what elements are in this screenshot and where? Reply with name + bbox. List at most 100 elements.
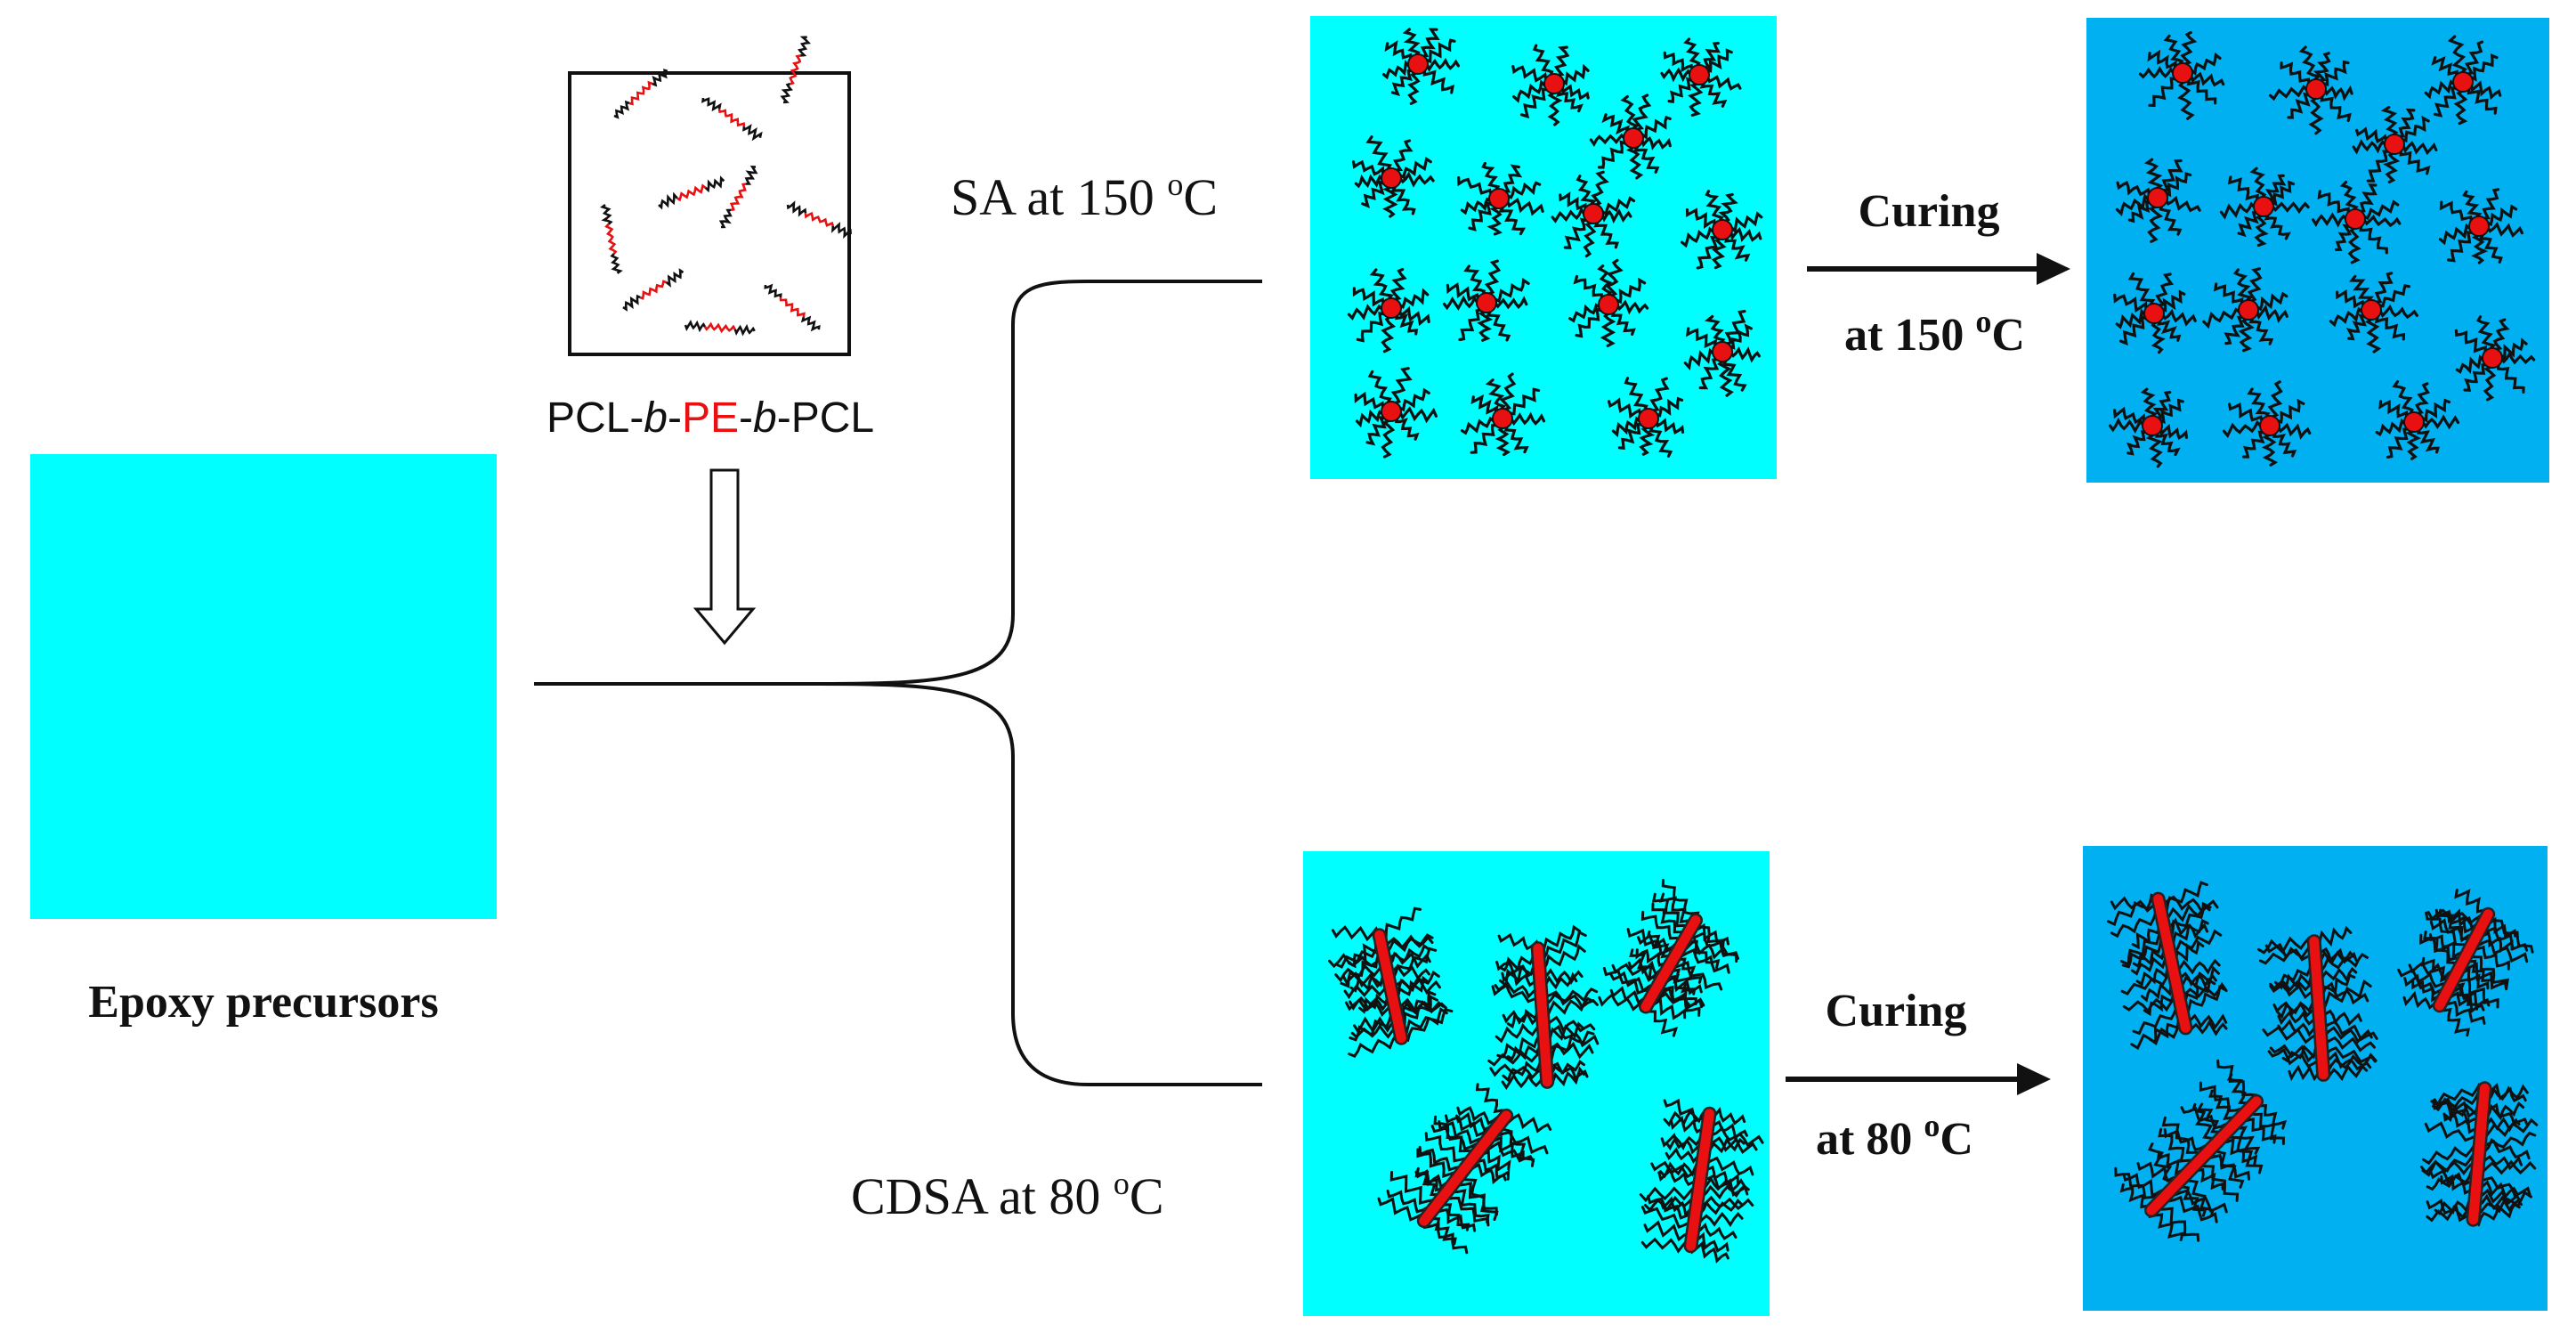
pcl-corona-chain (1699, 1174, 1749, 1198)
copolymer-chain (718, 166, 758, 229)
pcl-corona-chain (2269, 180, 2296, 207)
pcl-corona-chain (1624, 377, 1648, 412)
cylindrical-micelles-cured (2107, 881, 2539, 1242)
pcl-segment (831, 222, 852, 240)
pcl-corona-chain (1495, 1022, 1545, 1044)
pcl-corona-chain (2378, 400, 2409, 419)
pcl-corona-chain (1365, 415, 1388, 446)
pcl-corona-chain (2198, 1158, 2240, 1202)
pcl-corona-chain (2397, 968, 2451, 989)
pcl-corona-chain (2318, 1020, 2378, 1042)
pcl-corona-chain (2167, 929, 2223, 955)
pcl-corona-chain (1616, 299, 1649, 315)
copolymer-chain (599, 203, 623, 274)
pcl-segment (599, 203, 613, 225)
pcl-corona-chain (2163, 172, 2192, 198)
spherical-micelle (1660, 37, 1742, 117)
spherical-micelle (1511, 44, 1590, 126)
pcl-corona-chain (2429, 918, 2477, 943)
pcl-corona-chain (2323, 85, 2353, 102)
pcl-corona-chain (1386, 1189, 1431, 1215)
spherical-micelle (1568, 258, 1649, 347)
pcl-corona-chain (2264, 942, 2317, 962)
pe-core (2172, 62, 2193, 84)
cylindrical-micelle (2107, 881, 2228, 1051)
pcl-corona-chain (1563, 217, 1590, 249)
pcl-corona-chain (1484, 259, 1502, 296)
pcl-corona-chain (2132, 1006, 2183, 1036)
pe-core (1381, 297, 1402, 319)
pcl-corona-chain (1593, 219, 1619, 249)
pe-core (1583, 203, 1604, 224)
pcl-corona-chain (1382, 60, 1411, 80)
pcl-corona-chain (2468, 53, 2499, 82)
pcl-corona-chain (1390, 69, 1414, 97)
dash-2: - (739, 394, 753, 442)
pcl-corona-chain (1639, 426, 1656, 456)
pcl-corona-chain (2126, 430, 2148, 456)
pcl-corona-chain (1456, 1106, 1503, 1126)
pcl-corona-chain (1704, 314, 1726, 345)
pcl-segment (742, 124, 763, 142)
pcl-corona-chain (1698, 357, 1720, 390)
pe-core (1623, 127, 1644, 149)
pcl-corona-chain (1392, 139, 1414, 172)
copolymer-chain (701, 97, 763, 142)
pcl-corona-chain (1381, 315, 1397, 354)
pe-core (2153, 894, 2191, 1033)
pcl-corona-chain (1643, 1220, 1694, 1242)
pcl-corona-chain (2321, 1052, 2378, 1074)
pcl-corona-chain (2439, 200, 2474, 224)
pcl-segment (800, 315, 821, 332)
pcl-corona-chain (2228, 402, 2264, 423)
pcl-corona-chain (2264, 174, 2287, 201)
pcl-corona-chain (2122, 994, 2182, 1013)
pcl-corona-chain (2180, 30, 2198, 66)
pcl-corona-chain (1611, 416, 1642, 438)
pcl-corona-chain (1501, 1072, 1549, 1091)
spherical-micelle (2138, 30, 2225, 120)
pcl-corona-chain (2110, 909, 2164, 939)
pcl-corona-chain (2216, 1059, 2258, 1103)
copolymer-inset-box (568, 71, 851, 356)
pcl-corona-chain (2145, 433, 2163, 468)
pcl-corona-chain (1389, 267, 1407, 301)
pcl-corona-chain (2256, 304, 2288, 324)
pcl-corona-chain (2180, 984, 2228, 1016)
pcl-corona-chain (2164, 1194, 2218, 1223)
pcl-corona-chain (2424, 79, 2456, 100)
pcl-segment (786, 200, 807, 217)
pcl-corona-chain (1394, 417, 1420, 441)
pcl-corona-chain (2269, 1044, 2324, 1063)
pcl-corona-chain (1559, 191, 1587, 211)
pcl-corona-chain (2166, 918, 2209, 948)
spherical-micelle (2202, 267, 2288, 353)
pcl-corona-chain (1683, 347, 1715, 371)
pcl-corona-chain (1498, 204, 1527, 236)
pe-segment (789, 54, 802, 85)
pe-core (1686, 1109, 1714, 1251)
pcl-corona-chain (1718, 192, 1738, 223)
pcl-corona-chain (2375, 418, 2407, 436)
pcl-corona-chain (2399, 149, 2431, 175)
pcl-corona-chain (1341, 971, 1391, 988)
pcl-corona-chain (1328, 953, 1387, 969)
pe-segment (628, 80, 653, 106)
pcl-segment (613, 100, 630, 119)
pcl-corona-chain (2431, 56, 2459, 77)
spherical-micelle (1457, 161, 1544, 236)
pcl-corona-chain (1598, 992, 1648, 1012)
pcl-corona-chain (2313, 52, 2331, 83)
pcl-corona-chain (2453, 89, 2468, 126)
pcl-corona-chain (1390, 367, 1413, 405)
pcl-corona-chain (2143, 158, 2164, 191)
copolymer-chain (764, 283, 821, 332)
pcl-corona-chain (2464, 40, 2484, 76)
pcl-corona-chain (2469, 80, 2502, 101)
pcl-corona-chain (1667, 77, 1695, 103)
pcl-corona-chain (2159, 423, 2188, 440)
pcl-corona-chain (2248, 315, 2274, 345)
pcl-corona-chain (1369, 268, 1394, 302)
pcl-corona-chain (2186, 77, 2217, 105)
